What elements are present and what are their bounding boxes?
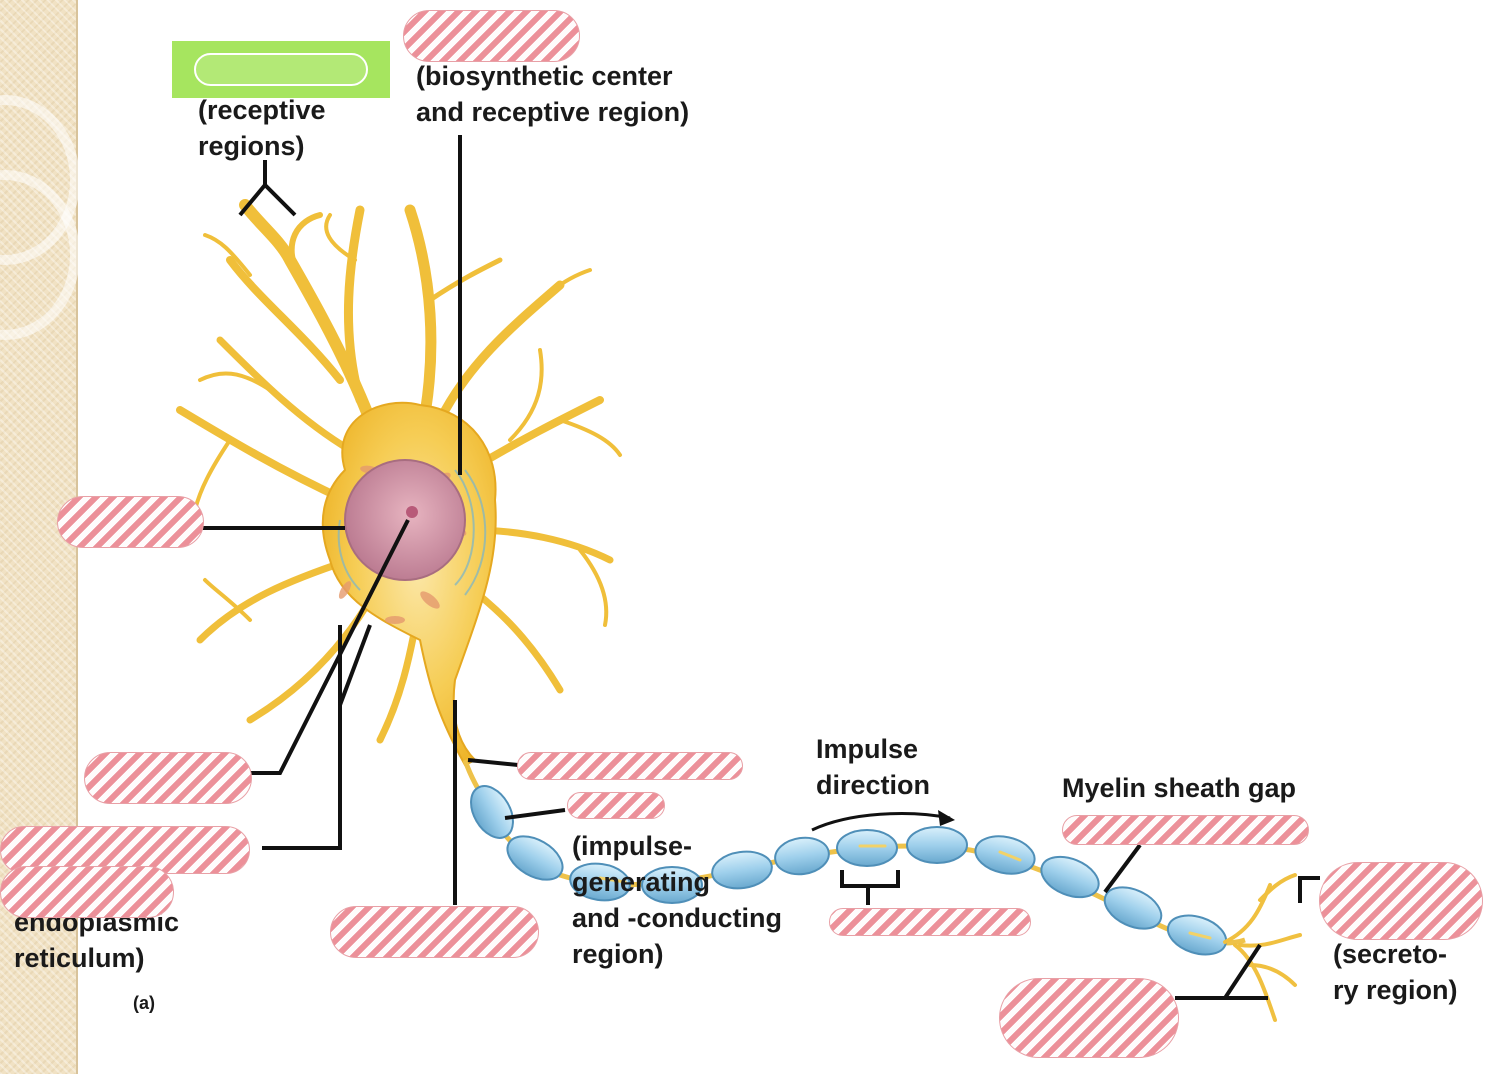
leader-lines <box>195 135 1320 1000</box>
hidden-label-axon-terminals[interactable] <box>1319 862 1483 940</box>
arrowhead <box>938 810 955 826</box>
hidden-label-schwann-cell[interactable] <box>829 908 1031 936</box>
revealed-label-dendrites[interactable] <box>172 41 390 98</box>
part-label: (a) <box>133 993 155 1013</box>
nucleus <box>344 459 466 581</box>
hidden-label-nucleolus[interactable] <box>84 752 252 804</box>
hidden-label-nissl-bodies[interactable] <box>0 866 174 918</box>
myelin-sheath-gap-label: Myelin sheath gap <box>1062 773 1297 803</box>
hidden-label-axon[interactable] <box>567 792 665 819</box>
axon-terminals <box>1223 873 1302 1022</box>
hidden-label-nodes-of-ranvier[interactable] <box>1062 815 1309 845</box>
revealed-label-frame <box>194 53 368 86</box>
cell-body-description: (biosynthetic center and receptive regio… <box>416 61 690 127</box>
hidden-label-cell-body[interactable] <box>403 10 580 62</box>
impulse-direction-arrow <box>811 812 951 832</box>
axon-description: (impulse- generating and -conducting reg… <box>572 831 782 969</box>
hidden-label-nucleus[interactable] <box>57 496 204 548</box>
axon-core-highlights <box>598 844 1212 940</box>
nucleolus <box>406 506 418 518</box>
impulse-direction-label: Impulse direction <box>816 734 931 800</box>
dendrites-description: (receptive regions) <box>198 95 326 161</box>
hidden-label-axon-hillock[interactable] <box>330 906 539 958</box>
hidden-label-initial-segment[interactable] <box>517 752 743 780</box>
axon-terminals-description: (secreto- ry region) <box>1333 939 1458 1005</box>
hidden-label-terminal-branches[interactable] <box>999 978 1179 1058</box>
